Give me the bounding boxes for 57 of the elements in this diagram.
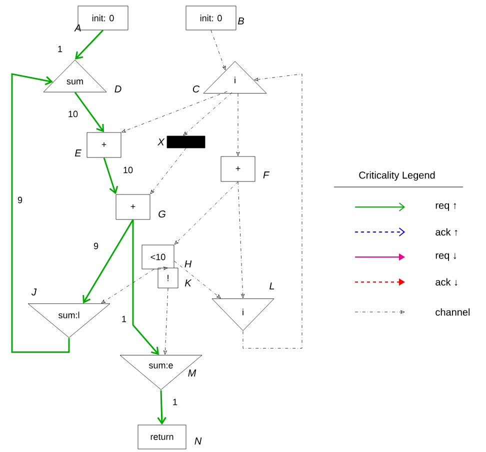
node-letter: N bbox=[194, 438, 202, 444]
arrow bbox=[101, 269, 154, 304]
edge-label: 1 bbox=[56, 44, 64, 54]
process-box: + bbox=[220, 156, 256, 182]
node-letter: D bbox=[114, 86, 122, 92]
process-box: + bbox=[116, 194, 150, 220]
arrow bbox=[242, 74, 302, 348]
edge-label: 9 bbox=[92, 242, 100, 250]
legend-title: Criticality Legend bbox=[359, 171, 435, 181]
legend-label: req ↓ bbox=[436, 253, 456, 261]
node-letter: E bbox=[74, 150, 82, 156]
arrow bbox=[158, 266, 168, 270]
node-letter: X bbox=[157, 138, 165, 146]
process-box: ! bbox=[158, 268, 178, 288]
process-box: init: 0 bbox=[186, 6, 236, 30]
node-letter: L bbox=[270, 282, 274, 290]
arrow bbox=[150, 148, 186, 194]
edge-label: 10 bbox=[122, 166, 134, 174]
arrow bbox=[183, 92, 232, 136]
legend-label: req ↑ bbox=[436, 203, 456, 211]
legend-label: ack ↓ bbox=[436, 278, 458, 286]
node-letter: B bbox=[238, 18, 244, 24]
node-letter: M bbox=[188, 370, 196, 376]
arrow bbox=[236, 93, 240, 156]
triangle-node: i bbox=[203, 61, 267, 94]
arrow bbox=[132, 220, 159, 355]
arrow bbox=[11, 73, 70, 353]
node-letter: H bbox=[184, 260, 192, 268]
node-letter: J bbox=[31, 288, 37, 296]
node-letter: G bbox=[158, 210, 166, 218]
arrow bbox=[174, 260, 221, 298]
arrow bbox=[238, 182, 245, 298]
process-box: return bbox=[138, 424, 186, 450]
edge-label: 9 bbox=[16, 196, 24, 204]
arrow bbox=[210, 30, 226, 70]
arrow bbox=[103, 157, 118, 194]
arrow bbox=[163, 288, 168, 355]
arrow bbox=[82, 219, 134, 304]
node-letter: K bbox=[184, 280, 192, 286]
legend-label: channel bbox=[436, 308, 470, 316]
arrow bbox=[174, 182, 238, 245]
arrow bbox=[122, 91, 228, 132]
process-box: <10 bbox=[142, 244, 174, 270]
arrow bbox=[157, 390, 166, 425]
arrow bbox=[75, 30, 104, 60]
node-letter: F bbox=[263, 172, 270, 178]
node-letter: C bbox=[192, 85, 200, 93]
inverted-triangle-node: i bbox=[212, 298, 274, 331]
edge-label: 1 bbox=[172, 398, 178, 406]
filled-box bbox=[166, 136, 206, 148]
triangle-node: sum bbox=[43, 60, 107, 92]
legend-label: ack ↑ bbox=[436, 228, 458, 236]
process-box: + bbox=[86, 132, 122, 158]
edge-label: 10 bbox=[67, 110, 79, 118]
inverted-triangle-node: sum:l bbox=[28, 303, 110, 338]
arrow bbox=[74, 92, 104, 132]
edge-label: 1 bbox=[120, 314, 128, 324]
